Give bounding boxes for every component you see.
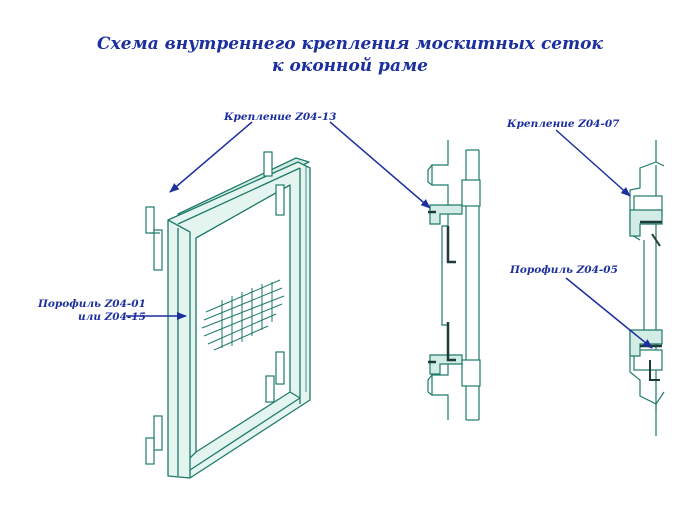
cross-section-z04-13 [427, 140, 481, 421]
diagram-title-line1: Схема внутреннего крепления москитных се… [97, 34, 603, 54]
mosquito-net-frame [167, 157, 311, 479]
label-fastener-z04-07: Крепление Z04-07 [507, 118, 620, 130]
arrow-z04-13-to-section [329, 121, 431, 209]
arrow-z04-13-to-frame [169, 121, 253, 193]
annotation-arrows [126, 121, 653, 349]
label-fastener-z04-13: Крепление Z04-13 [224, 111, 337, 123]
arrow-z04-05-to-section [565, 277, 653, 349]
frame-fastener-bottom-left [145, 415, 163, 465]
label-profile-z04-05: Порофиль Z04-05 [510, 264, 618, 276]
frame-fastener-bottom-right [265, 351, 285, 403]
frame-fastener-top-left [145, 206, 163, 271]
frame-fastener-top-right [263, 151, 285, 216]
cross-section-z04-07 [629, 140, 665, 436]
mesh-grid [201, 279, 285, 351]
diagram-title-line2: к оконной раме [272, 56, 428, 76]
label-profile-z04-01-line2: или Z04-15 [78, 311, 146, 323]
arrow-z04-07-to-section [555, 129, 631, 197]
label-profile-z04-01: Порофиль Z04-01 или Z04-15 [38, 298, 146, 324]
label-profile-z04-01-line1: Порофиль Z04-01 [38, 298, 146, 310]
